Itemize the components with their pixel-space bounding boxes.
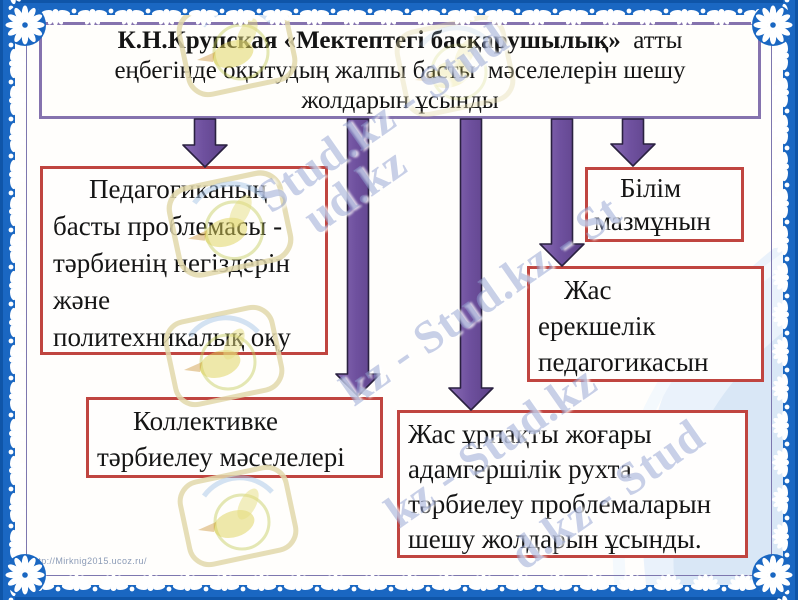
studkz-logo-icon <box>176 464 299 569</box>
title-line-2: еңбегінде оқытудың жалпы басты мәселелер… <box>114 56 686 84</box>
box-zhas-erekshelik: Жас ерекшелік педагогикасын <box>527 266 764 382</box>
box-bilim-mazmuny: Білім мазмұнын <box>585 167 744 242</box>
arrow-to-urpak <box>448 118 494 411</box>
title-author-bold: К.Н.Крупская «Мектептегі басқарушылық» <box>117 26 621 54</box>
border-bottom <box>0 574 798 600</box>
arrow-to-erekshelik <box>539 118 585 267</box>
box-kollektiv: Коллективке тәрбиелеу мәселелері <box>86 397 383 478</box>
box-zhas-urpak: Жас ұрпақты жоғары адамгершілік рухта тә… <box>397 410 748 558</box>
border-left <box>0 0 26 600</box>
title-line-3: жолдарын ұсынды <box>301 86 499 114</box>
arrow-to-pedagogy <box>182 118 228 168</box>
title-rest: атты <box>620 26 683 54</box>
corner-flower-icon <box>4 554 46 596</box>
box-pedagogy-problem: Педагогиканың басты проблемасы - тәрбиен… <box>40 166 328 355</box>
arrow-to-bilim <box>610 118 656 167</box>
title-box: К.Н.Крупская «Мектептегі басқарушылық» а… <box>39 22 761 119</box>
watermark-url: http://Mirknig2015.ucoz.ru/ <box>30 556 147 566</box>
corner-flower-icon <box>752 554 794 596</box>
arrow-to-kollektiv <box>335 118 381 397</box>
title-line-1: К.Н.Крупская «Мектептегі басқарушылық» а… <box>52 26 748 56</box>
border-right <box>772 0 798 600</box>
